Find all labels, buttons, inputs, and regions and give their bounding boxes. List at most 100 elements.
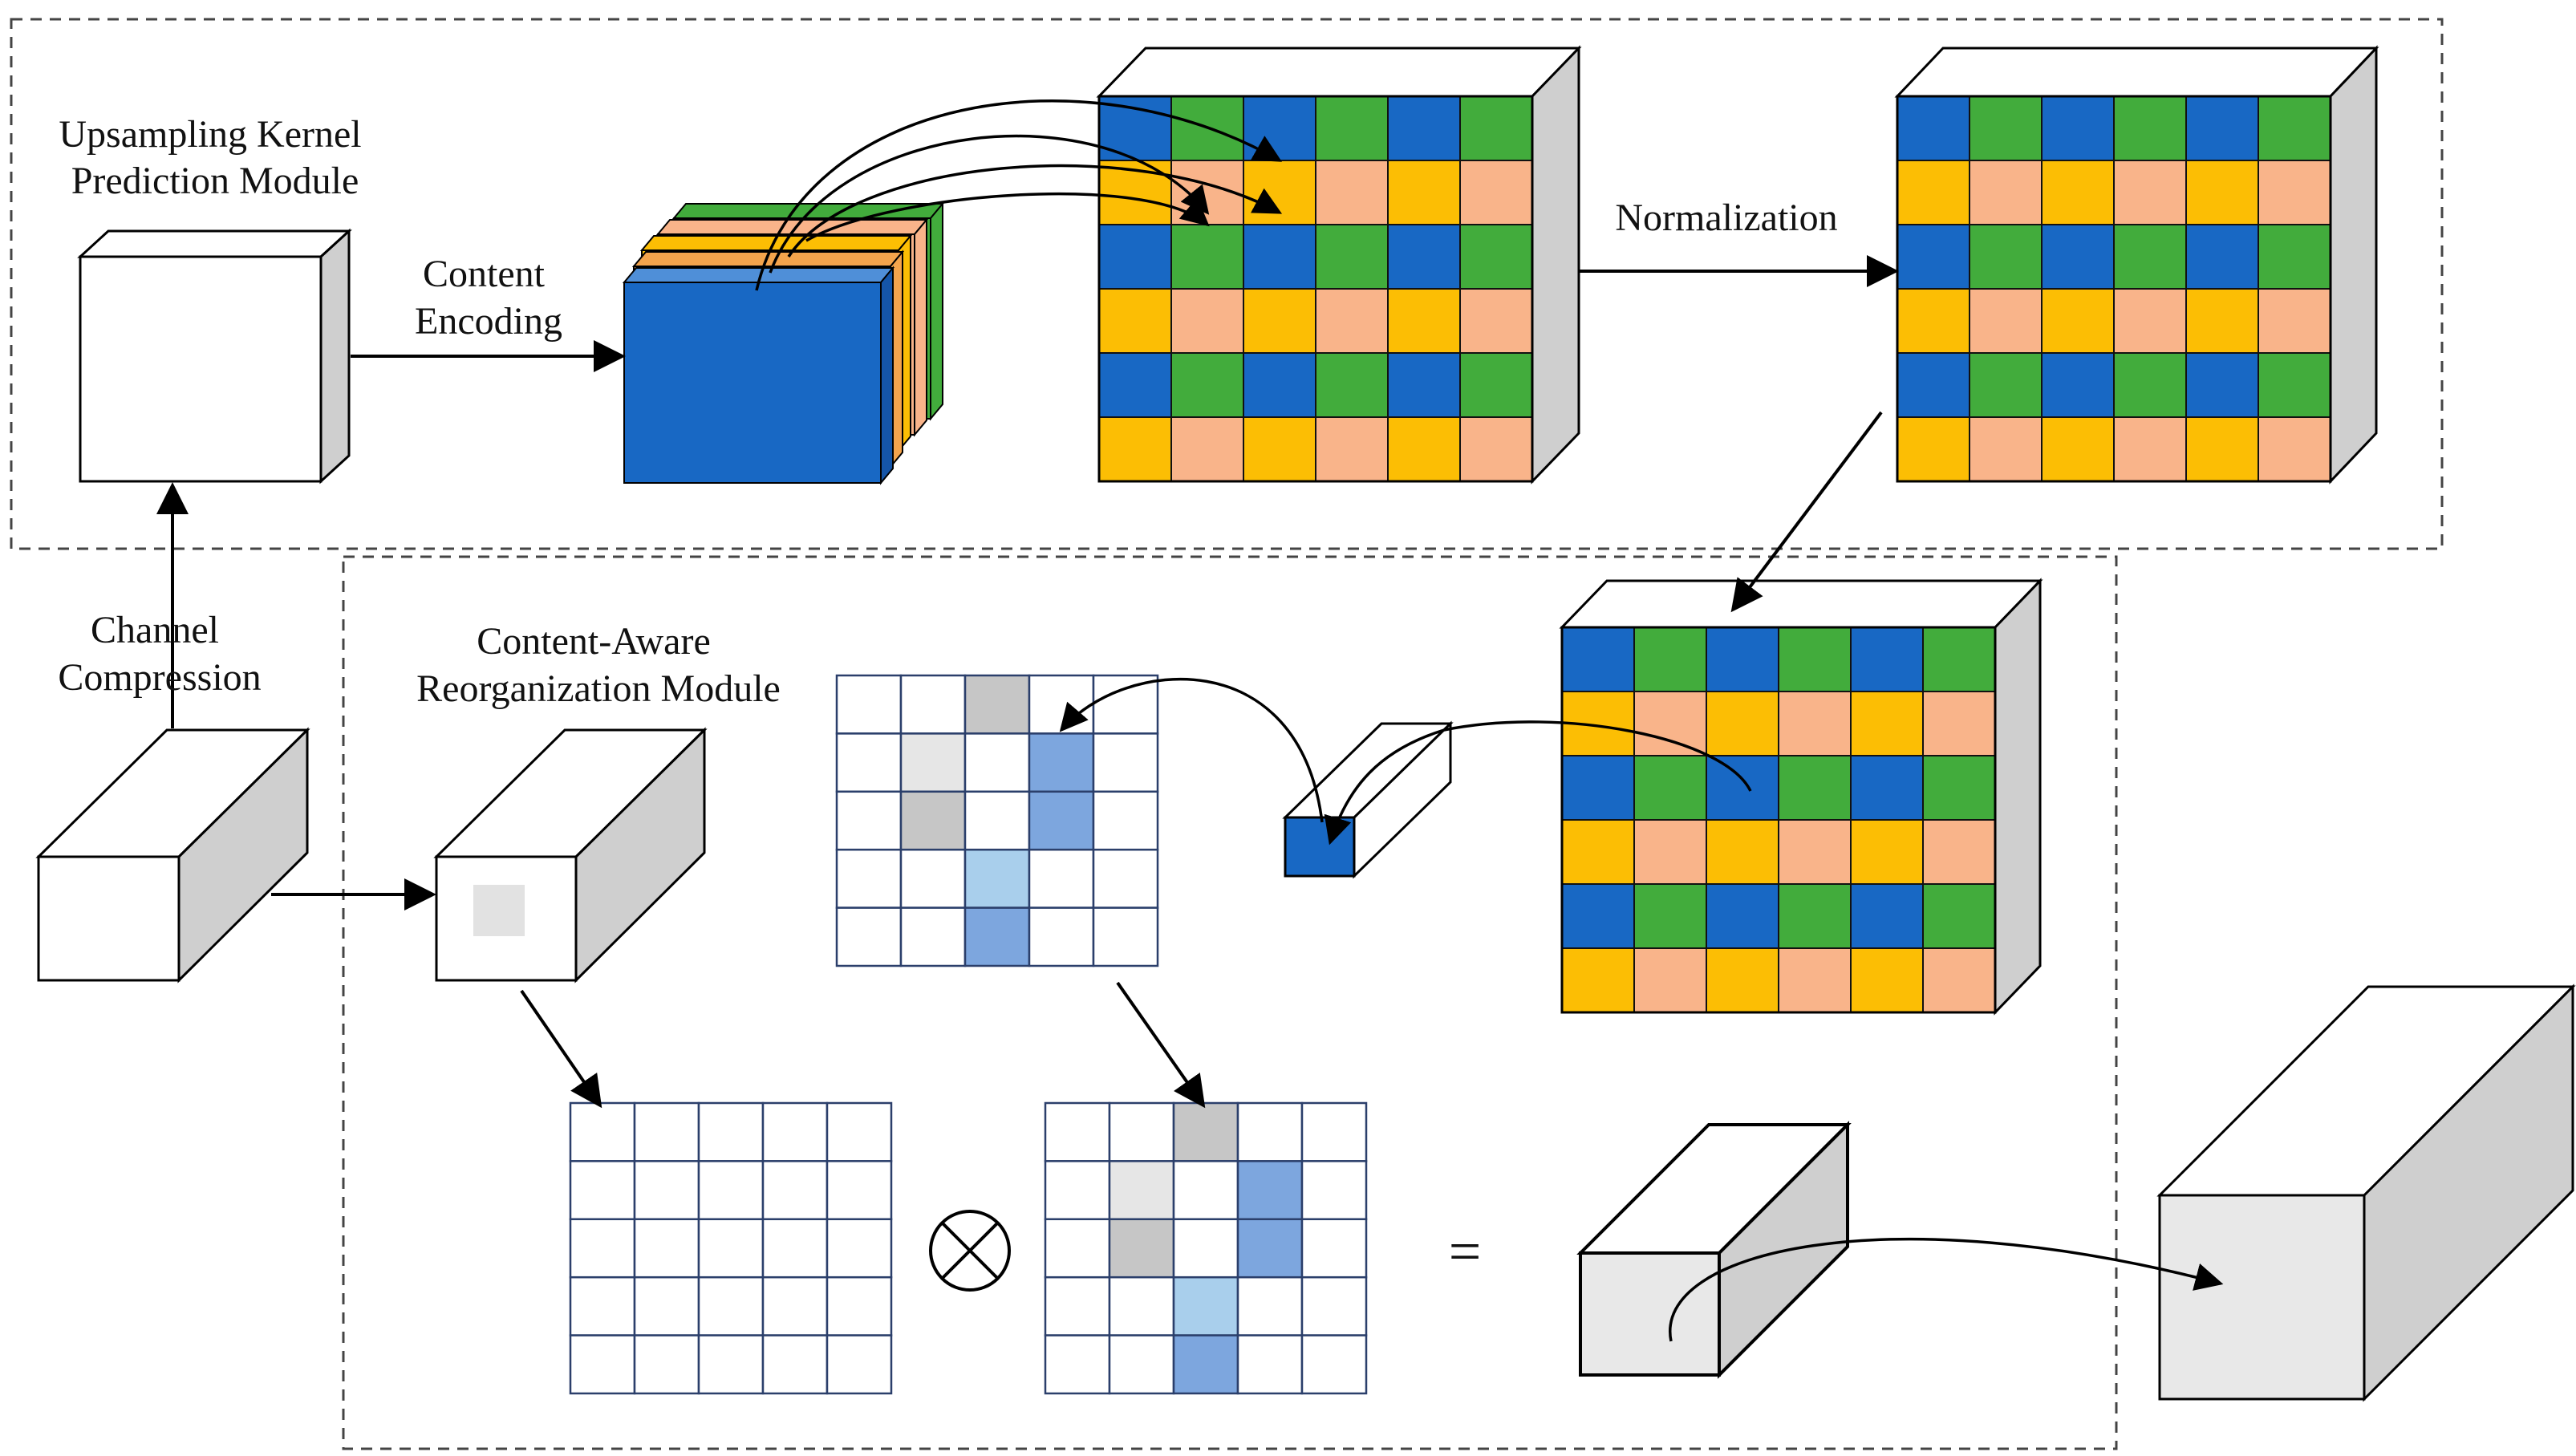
kernel-cell xyxy=(1922,819,1996,885)
kernel-cell xyxy=(1459,160,1533,225)
kernel-cell xyxy=(1170,352,1244,418)
compressed-feature-map xyxy=(433,727,708,984)
output-feature-map xyxy=(2156,984,2576,1402)
grid-cell xyxy=(1028,906,1095,967)
kernel-cell xyxy=(1315,288,1389,354)
grid-cell xyxy=(1108,1334,1175,1395)
grid-cell xyxy=(1092,732,1159,793)
kernel-cell xyxy=(1897,352,1970,418)
grid-cell xyxy=(1300,1334,1368,1395)
kernel-cell xyxy=(2185,224,2259,290)
grid-cell xyxy=(1236,1334,1304,1395)
kernel-cell xyxy=(1459,352,1533,418)
kernel-cell xyxy=(1459,288,1533,354)
grid-cell xyxy=(761,1101,829,1162)
kernel-cell xyxy=(2258,95,2331,161)
kernel-cell xyxy=(2113,160,2187,225)
grid-cell xyxy=(1108,1101,1175,1162)
kernel-cell xyxy=(1969,352,2043,418)
kernel-cell xyxy=(1897,416,1970,482)
grid-cell xyxy=(1044,1160,1111,1221)
grid-cell xyxy=(1172,1160,1239,1221)
grid-cell xyxy=(761,1276,829,1336)
kernel-cell xyxy=(1922,627,1996,692)
kernel-cell xyxy=(1170,288,1244,354)
kernel-cell xyxy=(1897,160,1970,225)
kernel-cell xyxy=(1778,947,1852,1013)
kernel-cell xyxy=(1170,416,1244,482)
result-pixel-block xyxy=(1576,1121,1852,1379)
kernel-cell xyxy=(1706,819,1779,885)
kernel-cell xyxy=(2113,224,2187,290)
kernel-cell xyxy=(1706,755,1779,821)
grid-cell xyxy=(1044,1276,1111,1336)
kernel-cell xyxy=(2258,416,2331,482)
kernel-cell xyxy=(2258,288,2331,354)
kernel-cell xyxy=(2258,160,2331,225)
reorganization-label: Content-Aware Reorganization Module xyxy=(416,620,781,710)
grid-cell xyxy=(899,790,967,851)
kernel-cell xyxy=(1459,224,1533,290)
grid-cell xyxy=(826,1334,893,1395)
kernel-cell xyxy=(2185,352,2259,418)
kernel-cell xyxy=(1315,416,1389,482)
kernel-cell xyxy=(2041,416,2115,482)
channel-compression-label: Channel Compression xyxy=(58,609,261,699)
kernel-cell xyxy=(1922,883,1996,949)
grid-cell xyxy=(697,1101,765,1162)
grid-cell xyxy=(826,1160,893,1221)
kernel-cell xyxy=(1098,352,1172,418)
kernel-cell xyxy=(1243,160,1316,225)
kernel-cell xyxy=(1315,224,1389,290)
kernel-cell xyxy=(1633,883,1707,949)
grid-cell xyxy=(899,674,967,735)
kernel-cell xyxy=(1850,691,1924,756)
grid-cell xyxy=(835,906,903,967)
kernel-cell xyxy=(1459,416,1533,482)
kernel-cell xyxy=(2185,288,2259,354)
grid-cell xyxy=(569,1276,636,1336)
kernel-cell xyxy=(2113,288,2187,354)
grid-cell xyxy=(761,1218,829,1279)
kernel-cell xyxy=(1459,95,1533,161)
kernel-cell xyxy=(1778,627,1852,692)
grid-cell xyxy=(835,848,903,909)
kernel-cell xyxy=(2258,224,2331,290)
normalized-kernel-cube xyxy=(1894,45,2379,485)
kernel-cell xyxy=(1969,288,2043,354)
grid-cell xyxy=(1028,790,1095,851)
kernel-cell xyxy=(1561,947,1635,1013)
grid-cell xyxy=(1028,674,1095,735)
kernel-cell xyxy=(1850,883,1924,949)
grid-cell xyxy=(1172,1276,1239,1336)
grid-cell xyxy=(963,848,1031,909)
grid-cell xyxy=(1108,1218,1175,1279)
grid-cell xyxy=(1300,1276,1368,1336)
kernel-cell xyxy=(1098,288,1172,354)
kernel-cell xyxy=(1633,947,1707,1013)
kernel-cell xyxy=(1243,95,1316,161)
encoded-kernel-stack xyxy=(622,201,945,485)
grid-cell xyxy=(1236,1101,1304,1162)
grid-cell xyxy=(1044,1218,1111,1279)
grid-cell xyxy=(1172,1101,1239,1162)
kernel-cell xyxy=(1387,224,1461,290)
kernel-cell xyxy=(1922,947,1996,1013)
kernel-cell xyxy=(1315,95,1389,161)
kernel-cell xyxy=(2041,160,2115,225)
kernel-cell xyxy=(1561,819,1635,885)
grid-cell xyxy=(569,1334,636,1395)
kernel-cell xyxy=(1706,883,1779,949)
multiply-operator-icon xyxy=(929,1210,1011,1292)
kernel-cell xyxy=(1969,416,2043,482)
kernel-cell xyxy=(1897,95,1970,161)
kernel-cell xyxy=(1315,160,1389,225)
kernel-cell xyxy=(1561,627,1635,692)
kernel-grid-border xyxy=(1560,626,1997,1014)
kernel-cell xyxy=(1969,160,2043,225)
kernel-cell xyxy=(1387,416,1461,482)
kernel-cell xyxy=(1633,819,1707,885)
grid-cell xyxy=(1108,1160,1175,1221)
grid-cell xyxy=(835,790,903,851)
kernel-cell xyxy=(2113,95,2187,161)
